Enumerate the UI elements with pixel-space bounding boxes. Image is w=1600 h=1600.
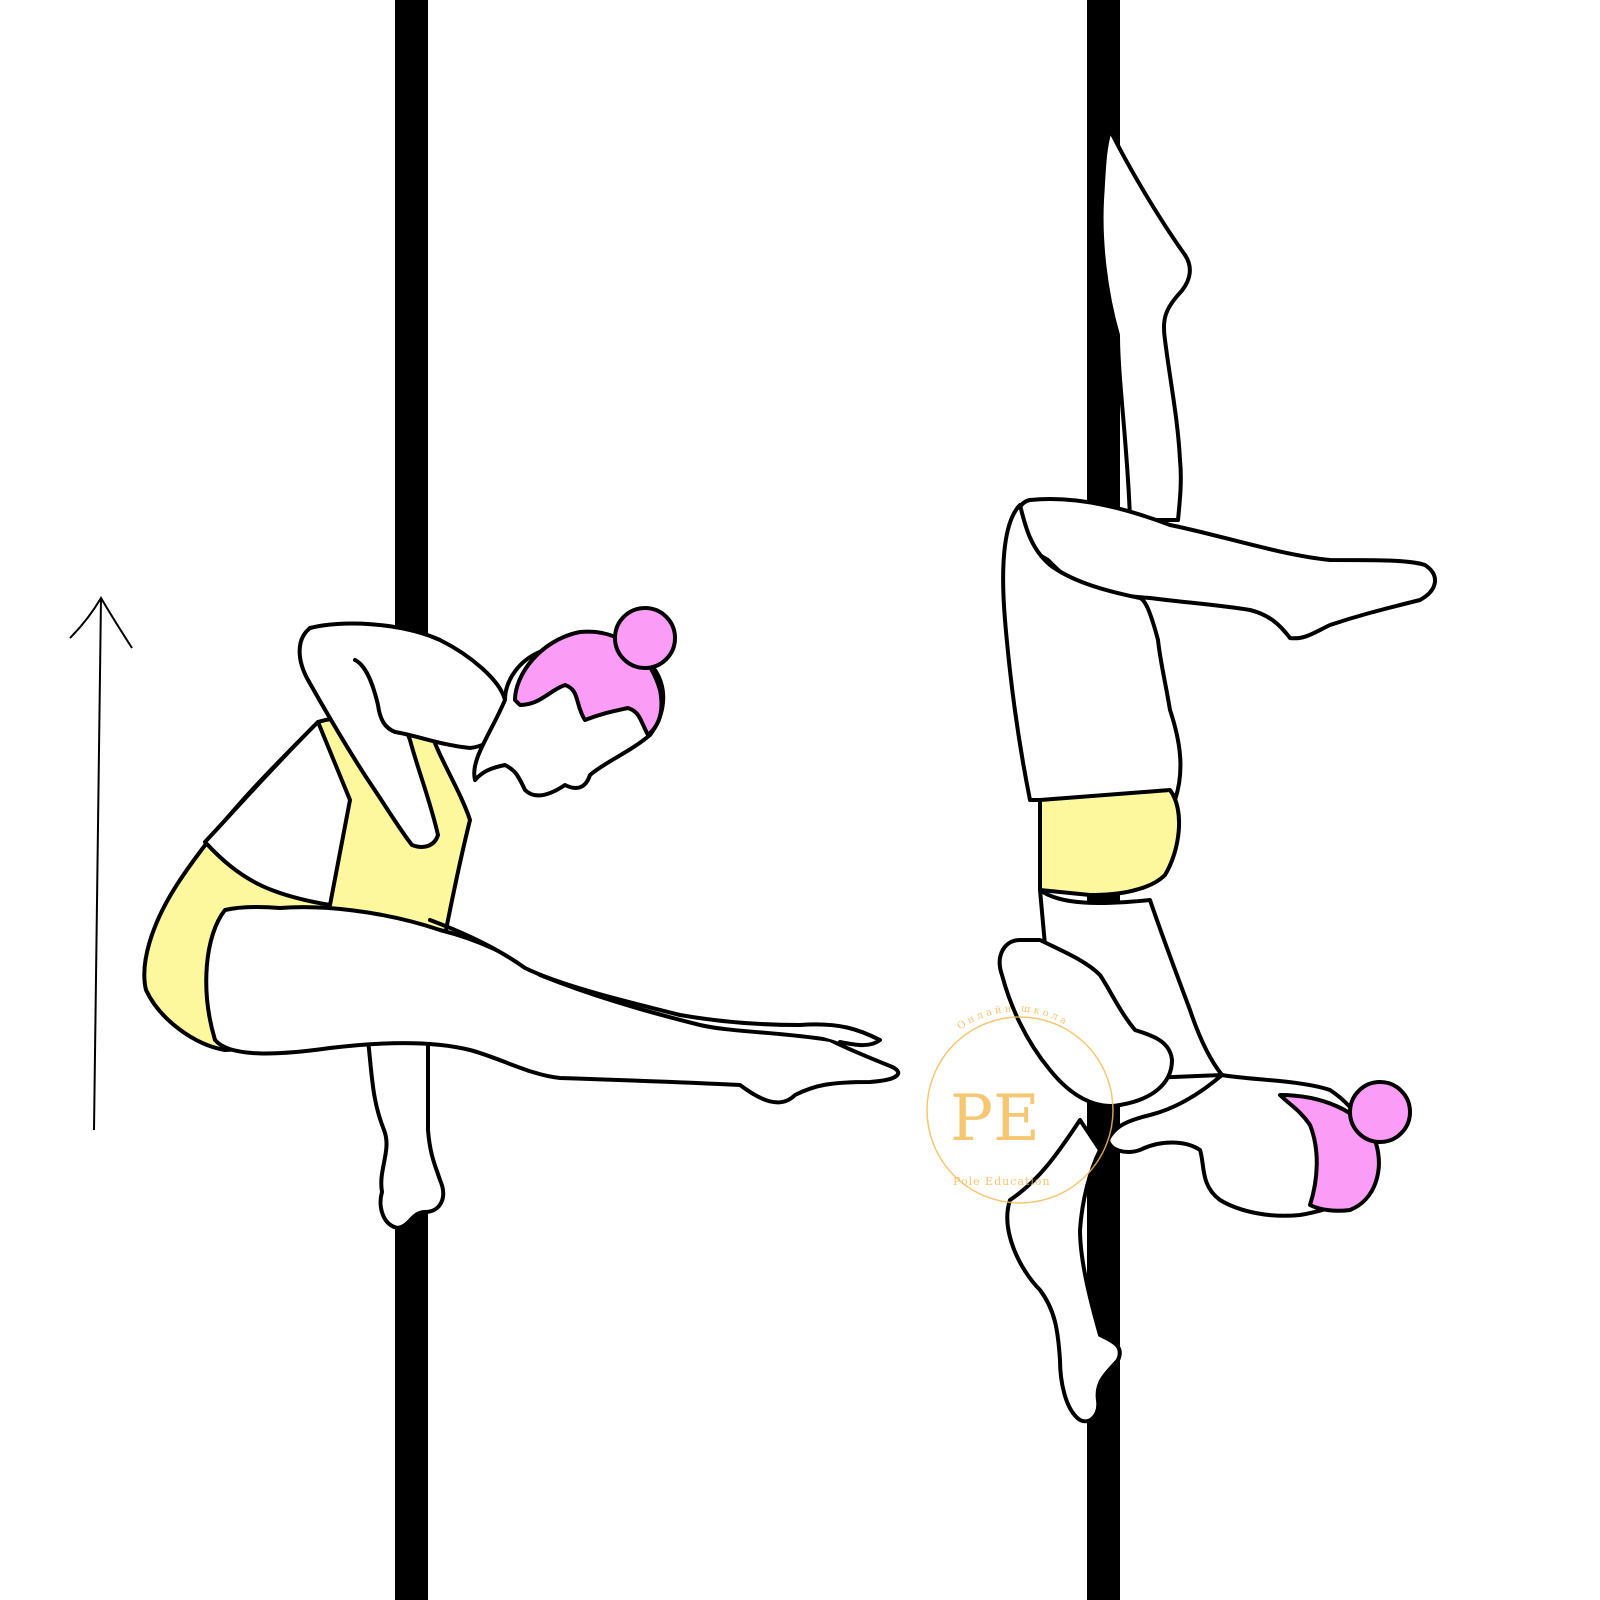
left-figure-shoulder [203, 720, 352, 907]
figure-left-sitting [142, 606, 901, 1230]
left-figure-extended-leg [428, 918, 882, 1048]
watermark-monogram: PE [950, 1082, 1040, 1156]
left-figure-hair-bun [613, 606, 677, 670]
right-figure-hair-bun [1348, 1080, 1412, 1144]
up-arrow-icon [69, 596, 133, 1131]
right-figure-lower-arm [1005, 1118, 1122, 1424]
right-figure-arm [997, 938, 1174, 1108]
watermark-circle [926, 1016, 1114, 1204]
right-figure-thigh [1001, 503, 1183, 802]
left-figure-thigh [204, 904, 901, 1105]
right-figure-leotard [1038, 788, 1182, 897]
watermark-brand: Pole Education [953, 1175, 1051, 1188]
figure-right-inverted [997, 128, 1437, 1424]
right-figure-top-leg [1099, 128, 1192, 522]
left-figure-lower-arm [366, 1038, 446, 1230]
